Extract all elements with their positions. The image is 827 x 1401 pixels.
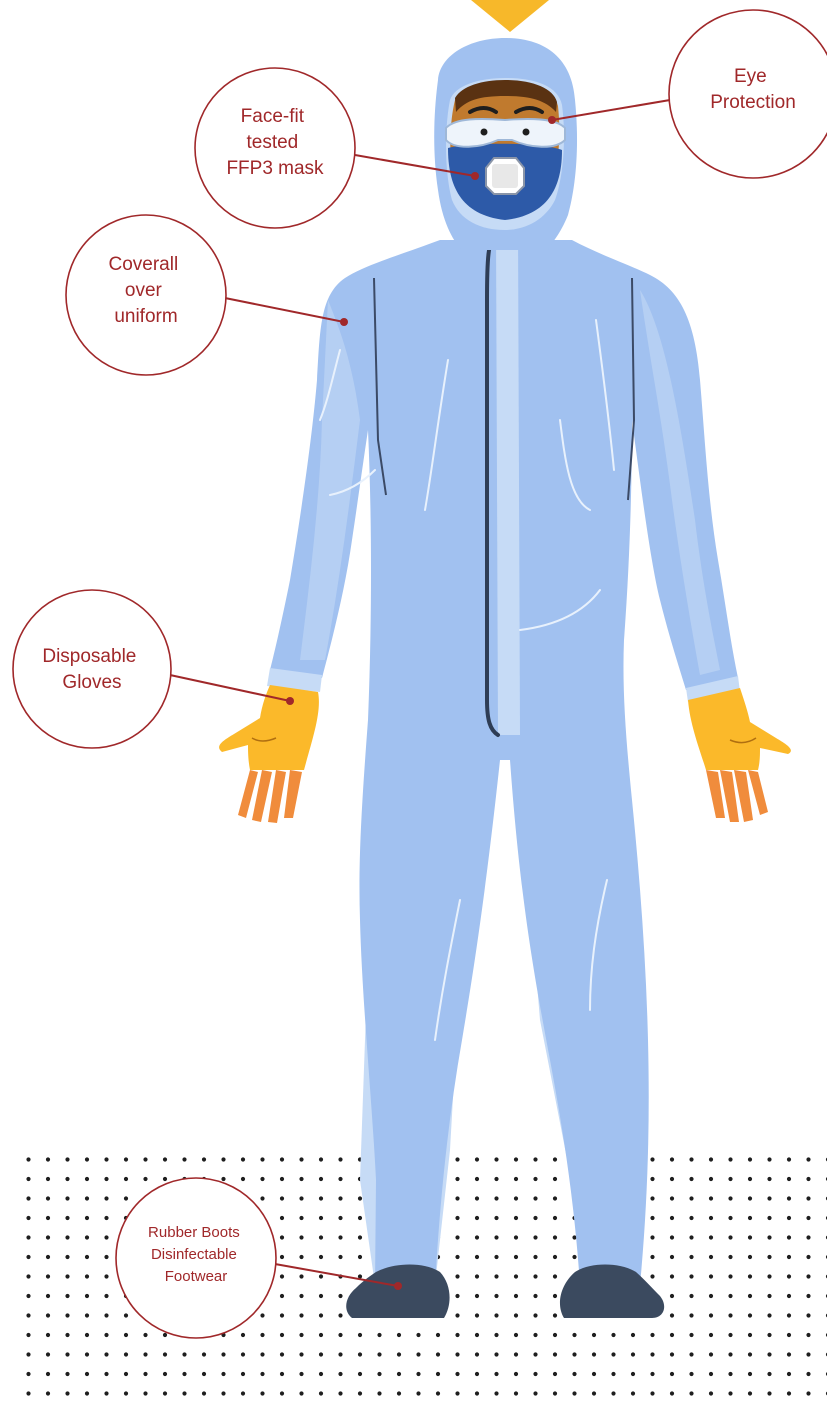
callout-eye-protection: Eye Protection xyxy=(548,10,827,178)
mask-valve-inner xyxy=(492,164,518,188)
anchor-dot-boots xyxy=(394,1282,402,1290)
top-marker-triangle xyxy=(471,0,549,32)
callout-circle-gloves xyxy=(13,590,171,748)
right-glove-fingers xyxy=(706,770,768,822)
anchor-dot-eye xyxy=(548,116,556,124)
anchor-dot-mask xyxy=(471,172,479,180)
right-eye xyxy=(523,129,530,136)
anchor-dot-gloves xyxy=(286,697,294,705)
left-eye xyxy=(481,129,488,136)
left-glove xyxy=(219,685,319,770)
anchor-dot-coverall xyxy=(340,318,348,326)
left-glove-fingers xyxy=(238,770,302,823)
ppe-figure xyxy=(219,38,791,1318)
callout-coverall: Coverall over uniform xyxy=(66,215,348,375)
right-glove xyxy=(688,688,791,770)
front-placket xyxy=(496,228,520,735)
